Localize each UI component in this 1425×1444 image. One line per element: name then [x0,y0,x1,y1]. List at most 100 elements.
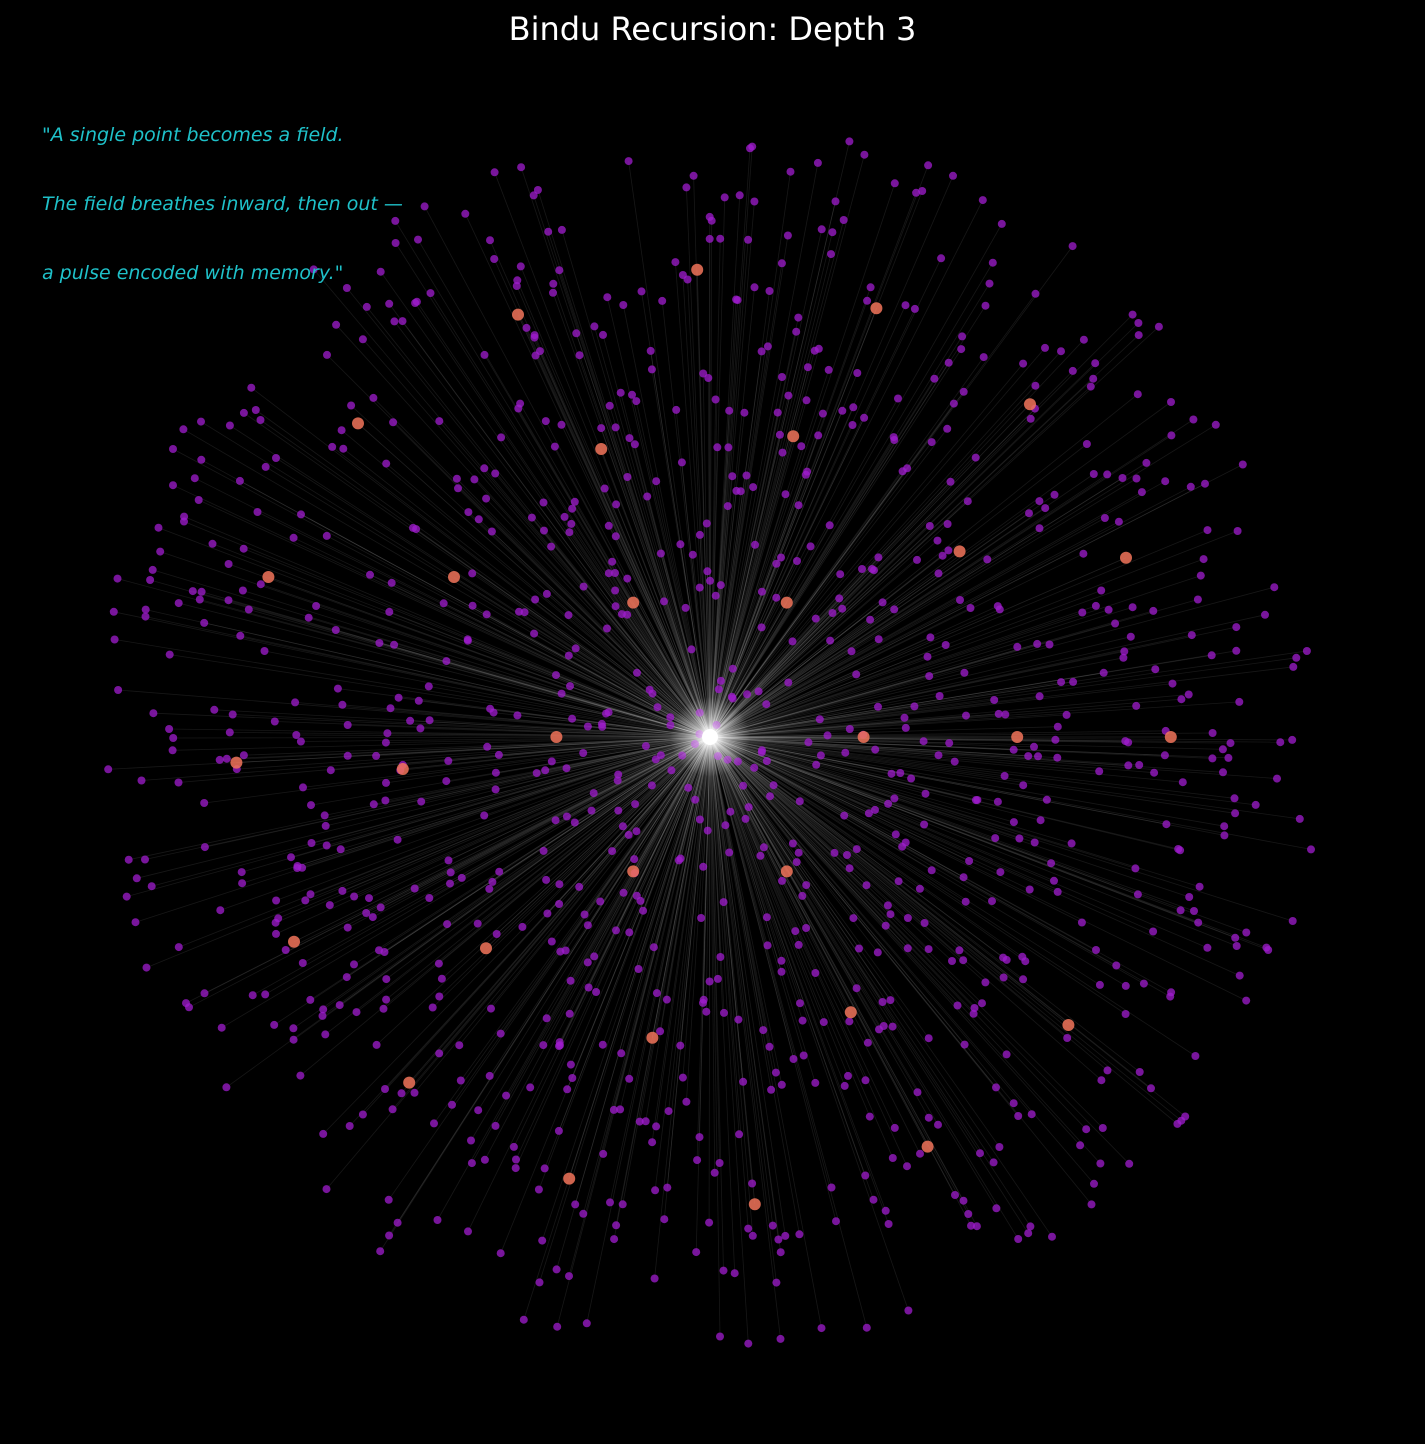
field-node [331,626,340,634]
field-node [382,778,390,787]
edge [198,499,711,738]
field-node [328,442,337,451]
field-node [420,202,429,211]
field-node [855,944,863,953]
field-node [732,295,741,304]
edge [709,736,896,1129]
field-node [1015,834,1024,843]
edge [709,336,963,738]
field-node [1013,642,1022,651]
field-node [539,498,548,507]
edge [709,736,1208,949]
field-node [703,567,712,576]
field-node [306,890,315,899]
field-node [798,1016,807,1025]
field-node [648,1138,657,1147]
field-node [490,168,499,177]
field-node [884,1220,893,1228]
edge [709,346,769,738]
field-node [791,927,800,936]
field-node [564,651,573,660]
edge [682,274,711,738]
field-node [878,998,887,1006]
field-node [973,796,982,804]
edge [446,736,711,782]
field-node [951,1191,959,1199]
field-node [1295,814,1304,823]
field-node [538,1236,547,1245]
highlight-node [1011,731,1024,743]
edge [709,736,1165,756]
edge [369,574,711,738]
field-node [289,1024,298,1033]
field-node [571,1200,580,1209]
field-node [542,875,551,884]
edge [709,736,816,1084]
edge [260,419,711,738]
field-node [777,956,786,965]
field-node [681,603,690,612]
edge [489,736,711,890]
field-node [148,565,157,574]
field-node [912,188,921,197]
edge [141,736,711,781]
field-node [141,855,149,864]
field-node [849,914,858,923]
edge [656,736,711,994]
edge [709,736,753,1184]
edge [378,736,711,951]
edge [709,305,986,738]
edge [709,736,777,1283]
center-bindu-node [702,729,718,745]
field-node [488,877,497,886]
field-node [960,1040,969,1049]
field-node [716,234,725,243]
edge [709,529,1208,738]
edge [397,736,711,1223]
field-node [965,857,974,865]
field-node [228,710,237,719]
edge [709,464,1243,738]
field-node [844,1071,852,1080]
field-node [646,346,655,355]
field-node [716,953,725,961]
field-node [1063,1034,1072,1042]
edge [709,299,737,738]
edge [709,525,831,738]
field-node [716,1332,724,1341]
edge [709,605,1097,738]
edge [709,736,754,1236]
edge [709,736,779,1240]
edge [118,689,711,738]
field-node [915,884,924,893]
highlight-node [396,763,409,775]
field-node [270,1020,279,1029]
edge [709,258,942,738]
field-node [385,607,394,616]
field-node [596,897,605,906]
field-node [1184,690,1193,699]
field-node [216,906,225,915]
field-node [1203,943,1212,952]
field-node [739,781,748,790]
field-node [1099,668,1108,677]
field-node [765,287,774,295]
edge [385,463,711,738]
field-node [260,647,269,655]
field-node [307,839,316,847]
field-node [1220,822,1229,831]
field-node [1147,1084,1155,1093]
edge [709,646,1018,738]
edge [709,736,1101,986]
edge [709,736,1278,779]
field-node [1178,778,1187,787]
edge [709,736,805,1056]
field-node [716,581,725,590]
field-node [1098,1124,1107,1132]
field-node [496,1249,505,1258]
edge [709,736,1029,1234]
field-node [624,157,633,166]
field-node [992,1204,1001,1213]
edge [709,609,1109,738]
field-node [385,1231,394,1240]
